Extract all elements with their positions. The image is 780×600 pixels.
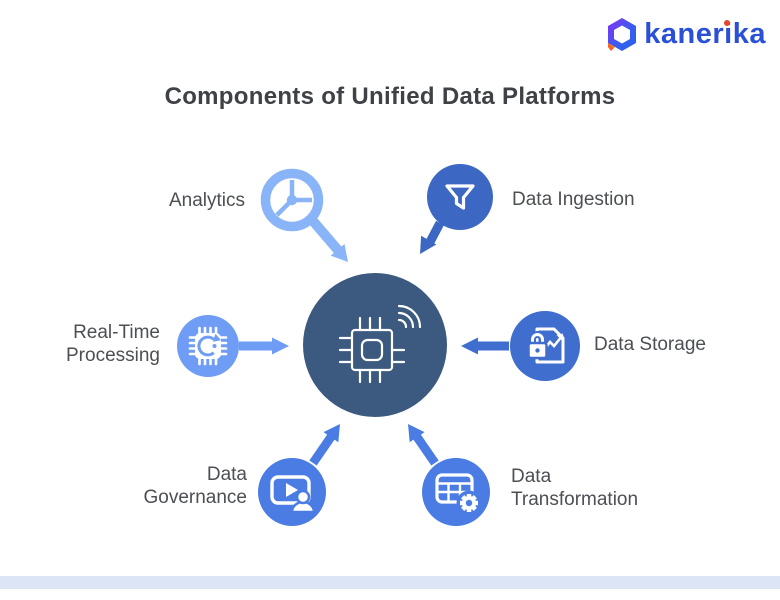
label-data-governance: Data Governance — [143, 464, 247, 508]
analytics-node — [260, 168, 348, 262]
governance-arrowhead — [323, 424, 340, 443]
label-data-transformation: Data Transformation — [511, 466, 639, 510]
transformation-arrowhead — [408, 424, 425, 443]
label-data-storage: Data Storage — [594, 334, 706, 355]
secure-document-chart-icon — [527, 327, 565, 364]
data-governance-node — [258, 424, 340, 526]
brand-i-dot — [724, 20, 731, 26]
analytics-arrowhead — [330, 244, 348, 262]
brand-logo: kanerika — [606, 17, 766, 52]
real-time-processing-node — [177, 315, 289, 377]
page-title: Components of Unified Data Platforms — [164, 83, 616, 110]
data-ingestion-node — [420, 164, 493, 254]
hub-circle — [303, 273, 447, 417]
ingestion-circle — [427, 164, 493, 230]
storage-arrowhead — [461, 337, 478, 355]
ingestion-arrowhead — [420, 235, 437, 254]
funnel-icon — [445, 184, 475, 210]
label-real-time-processing: Real-Time Processing — [66, 322, 160, 366]
label-analytics: Analytics — [168, 190, 245, 211]
data-table-gear-icon — [435, 473, 482, 516]
transformation-arrow — [411, 431, 439, 466]
gear-icon — [456, 490, 482, 516]
magnifier-ring — [260, 168, 324, 232]
media-player-user-icon — [270, 475, 316, 514]
footer-accent-bar — [0, 576, 780, 589]
ingestion-arrow — [426, 220, 444, 245]
brand-name: kanerika — [644, 18, 766, 50]
data-transformation-node — [408, 424, 490, 526]
governance-arrow — [309, 431, 337, 466]
label-data-ingestion: Data Ingestion — [512, 189, 635, 210]
hub-node — [303, 273, 447, 417]
kanerika-cube-icon — [608, 18, 637, 51]
chip-gauge-icon — [188, 326, 228, 366]
realtime-arrowhead — [272, 337, 289, 355]
cpu-chip-wifi-icon — [338, 304, 422, 384]
data-storage-node — [461, 311, 580, 381]
analytics-arrow — [309, 217, 343, 255]
